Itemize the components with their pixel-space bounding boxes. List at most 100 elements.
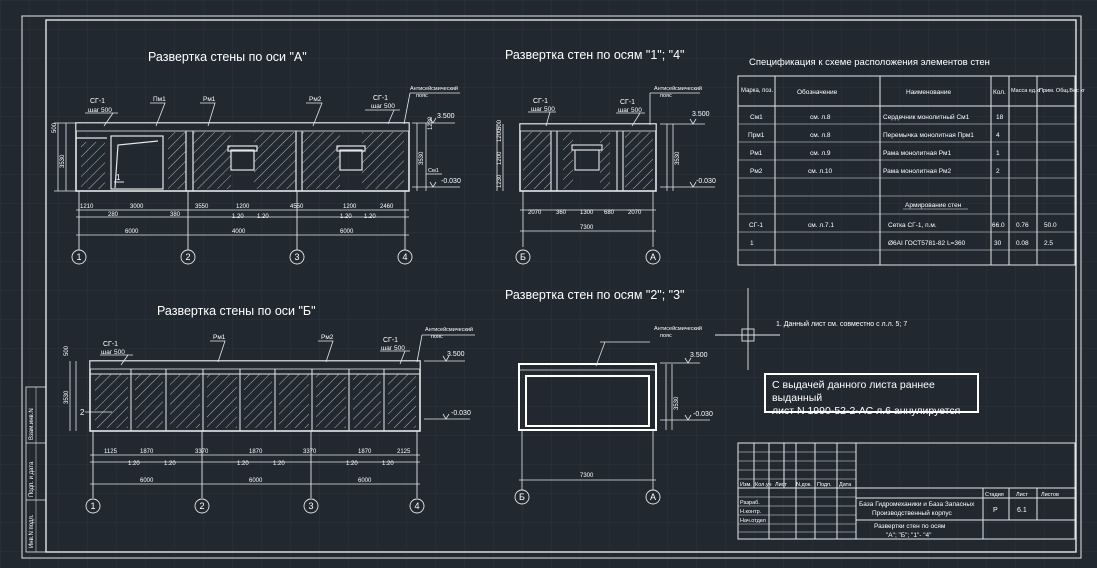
svg-text:4: 4	[996, 132, 1000, 139]
svg-text:50.0: 50.0	[1044, 222, 1057, 229]
svg-text:2.5: 2.5	[1044, 240, 1053, 247]
svg-text:См1: См1	[428, 168, 439, 174]
svg-text:Рм1: Рм1	[750, 150, 763, 157]
svg-text:пояс: пояс	[660, 93, 672, 99]
svg-text:Пм1: Пм1	[153, 96, 166, 103]
svg-text:66.0: 66.0	[992, 222, 1005, 229]
cancellation-note-box: С выдачей данного листа раннее выданный …	[764, 373, 979, 417]
svg-text:3530: 3530	[419, 151, 425, 165]
axis-a-4	[397, 249, 413, 265]
svg-text:680: 680	[604, 210, 615, 216]
svg-text:2: 2	[996, 168, 1000, 175]
svg-text:СГ-1: СГ-1	[749, 222, 763, 229]
sheet-frame	[21, 15, 1082, 559]
svg-text:Антисейсмический: Антисейсмический	[425, 326, 473, 333]
svg-text:3530: 3530	[64, 390, 70, 404]
svg-text:6000: 6000	[340, 229, 354, 235]
view-a: Развертка стены по оси "А" 1	[52, 50, 461, 265]
svg-text:Ø6АI ГОСТ5781-82 L=360: Ø6АI ГОСТ5781-82 L=360	[888, 240, 966, 247]
svg-text:1200: 1200	[497, 128, 503, 142]
svg-text:Листов: Листов	[1041, 492, 1059, 498]
svg-text:6000: 6000	[249, 478, 263, 484]
svg-text:2070: 2070	[528, 210, 542, 216]
svg-text:Рм2: Рм2	[750, 168, 763, 175]
axis-a-1	[71, 249, 87, 265]
svg-text:1210: 1210	[80, 204, 94, 210]
side-stamp-inv: Инв.N подл.	[29, 514, 35, 548]
stamp-sheet-title-1: Развертки стен по осям	[874, 523, 946, 530]
svg-text:3: 3	[294, 252, 299, 262]
side-stamp-sign: Подп. и дата	[29, 461, 35, 497]
notes: 1. Данный лист см. совместно с л.л. 5; 7	[715, 288, 907, 370]
svg-text:Рм2: Рм2	[309, 96, 322, 103]
svg-text:1.20: 1.20	[382, 461, 394, 467]
svg-text:18: 18	[996, 114, 1004, 121]
svg-text:3550: 3550	[195, 204, 209, 210]
svg-text:см. л.7.1: см. л.7.1	[808, 222, 834, 229]
svg-text:3.500: 3.500	[447, 351, 465, 358]
spec-header-name: Наименование	[906, 89, 951, 96]
svg-text:Б: Б	[519, 492, 525, 502]
svg-text:А: А	[650, 252, 656, 262]
axis-b-4	[409, 498, 425, 514]
svg-text:2: 2	[199, 501, 204, 511]
svg-text:СГ-1: СГ-1	[90, 98, 105, 105]
svg-text:2125: 2125	[397, 449, 411, 455]
svg-text:Дата: Дата	[839, 482, 852, 488]
stamp-stage: Р	[993, 507, 998, 514]
svg-text:500: 500	[497, 119, 503, 130]
view-b: Развертка стены по оси "Б" 2	[64, 304, 475, 514]
svg-text:2: 2	[80, 408, 85, 417]
svg-text:Разраб.: Разраб.	[740, 500, 760, 506]
svg-text:шаг 500: шаг 500	[531, 106, 555, 113]
spec-header-note: Прим. Общ.Вес кг	[1039, 88, 1085, 94]
svg-text:2: 2	[185, 252, 190, 262]
svg-text:500: 500	[64, 345, 70, 356]
svg-text:1.20: 1.20	[257, 214, 269, 220]
axis-b-2	[194, 498, 210, 514]
svg-text:-0.030: -0.030	[693, 411, 713, 418]
wall-a-window-1	[230, 149, 255, 171]
svg-text:1: 1	[116, 173, 121, 182]
svg-text:3.500: 3.500	[690, 352, 708, 359]
wall-a-hatch-2	[168, 132, 186, 189]
view-b-title: Развертка стены по оси "Б"	[157, 304, 316, 318]
svg-text:Сердечник монолитный См1: Сердечник монолитный См1	[883, 113, 970, 121]
svg-text:шаг 500: шаг 500	[371, 103, 395, 110]
svg-text:пояс: пояс	[660, 333, 672, 339]
svg-text:СГ-1: СГ-1	[373, 95, 388, 102]
wall-a-hatch-3	[193, 132, 231, 189]
svg-text:3530: 3530	[674, 396, 680, 410]
svg-text:СГ-1: СГ-1	[103, 341, 118, 348]
svg-text:1.20: 1.20	[237, 461, 249, 467]
svg-text:1230: 1230	[428, 116, 434, 130]
cancellation-note-line-2: лист N 1990-52-2-АС л.6 аннулируется	[772, 405, 961, 417]
svg-text:Стадия: Стадия	[985, 492, 1004, 498]
frame-23-outer	[518, 363, 657, 431]
svg-text:1.20: 1.20	[364, 214, 376, 220]
svg-text:3.500: 3.500	[437, 113, 455, 120]
svg-text:1.20: 1.20	[164, 461, 176, 467]
svg-text:Антисейсмический: Антисейсмический	[410, 85, 458, 92]
svg-text:пояс: пояс	[431, 334, 443, 340]
svg-text:7300: 7300	[580, 473, 594, 479]
axis-23-b	[514, 489, 530, 505]
spec-header-mass: Масса ед.кг	[1011, 88, 1041, 94]
svg-text:Подп.: Подп.	[817, 482, 832, 488]
svg-text:Б: Б	[520, 252, 526, 262]
svg-text:-0.030: -0.030	[451, 410, 471, 417]
svg-text:1200: 1200	[497, 151, 503, 165]
svg-text:1200: 1200	[236, 204, 250, 210]
title-block: Изм. Кол.уч Лист N.док. Подп. Дата Разра…	[737, 442, 1076, 540]
view-2-3-title: Развертка стен по осям "2"; "3"	[505, 288, 684, 302]
spec-table: Спецификация к схеме расположения элемен…	[737, 57, 1085, 266]
svg-text:Рм1: Рм1	[213, 334, 226, 341]
svg-text:см. л.8: см. л.8	[810, 132, 831, 139]
svg-text:пояс: пояс	[416, 93, 428, 99]
svg-text:Нач.отдел: Нач.отдел	[740, 518, 766, 524]
svg-text:1870: 1870	[358, 449, 372, 455]
axis-b-1	[85, 498, 101, 514]
wall-a-door	[110, 135, 164, 190]
wall-a-hatch-4	[254, 132, 296, 189]
